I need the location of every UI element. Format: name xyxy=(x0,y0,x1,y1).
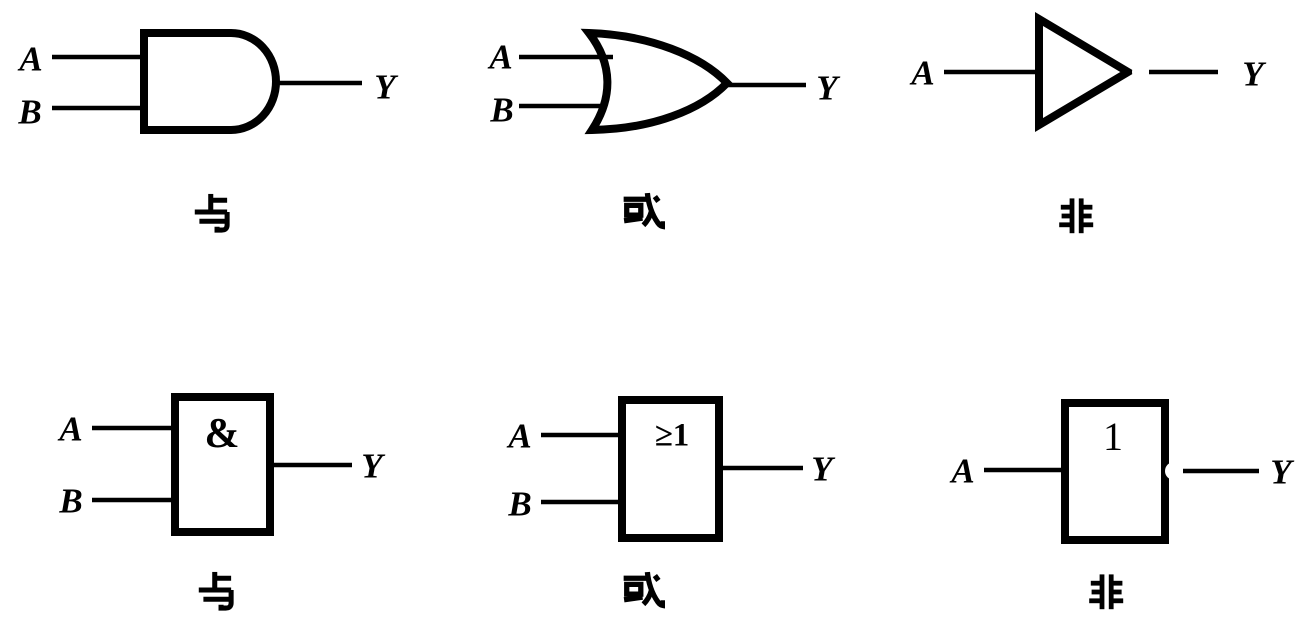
output-label-y: Y xyxy=(374,67,396,107)
gate-caption-not: 非 xyxy=(1056,196,1096,236)
inversion-bubble xyxy=(1132,64,1148,80)
input-label-b: B xyxy=(18,92,42,132)
not-symbol-one: 1 xyxy=(1103,414,1123,459)
and-symbol-ampersand: & xyxy=(204,411,240,457)
output-label-y: Y xyxy=(1242,54,1264,94)
gate-caption-and: 与 xyxy=(195,569,237,611)
output-label-y: Y xyxy=(1270,452,1292,492)
not-gate-box xyxy=(1061,399,1169,544)
not-gate-triangle xyxy=(1035,11,1136,133)
input-label-a: A xyxy=(59,409,83,449)
input-label-a: A xyxy=(19,39,43,79)
gate-caption-and: 与 xyxy=(191,191,233,233)
and-gate-distinctive-icon xyxy=(52,29,362,134)
gate-caption-or: 或 xyxy=(621,569,665,613)
input-label-b: B xyxy=(59,481,83,521)
hanzi-fei-glyph xyxy=(1086,572,1126,612)
gate-caption-not: 非 xyxy=(1086,572,1126,612)
not-gate-distinctive-icon xyxy=(944,11,1218,133)
and-gate-shape xyxy=(140,29,280,134)
not-gate-iec-icon xyxy=(984,399,1259,544)
or-symbol-geq1: ≥1 xyxy=(654,417,690,454)
input-label-b: B xyxy=(490,90,514,130)
gate-caption-or: 或 xyxy=(621,190,665,234)
hanzi-yu-glyph xyxy=(191,191,233,233)
or-gate-distinctive-icon xyxy=(519,28,806,135)
output-label-y: Y xyxy=(811,449,833,489)
hanzi-huo-glyph xyxy=(621,569,665,613)
inversion-bubble xyxy=(1165,462,1183,480)
hanzi-yu-glyph xyxy=(195,569,237,611)
or-gate-iec-icon xyxy=(541,396,803,542)
and-gate-iec-icon xyxy=(92,393,352,536)
or-gate-shape xyxy=(580,28,733,135)
output-label-y: Y xyxy=(816,68,838,108)
output-label-y: Y xyxy=(361,446,383,486)
hanzi-fei-glyph xyxy=(1056,196,1096,236)
input-label-a: A xyxy=(911,53,935,93)
input-label-a: A xyxy=(508,416,532,456)
input-label-a: A xyxy=(489,37,513,77)
input-label-a: A xyxy=(951,451,975,491)
hanzi-huo-glyph xyxy=(621,190,665,234)
input-label-b: B xyxy=(508,484,532,524)
